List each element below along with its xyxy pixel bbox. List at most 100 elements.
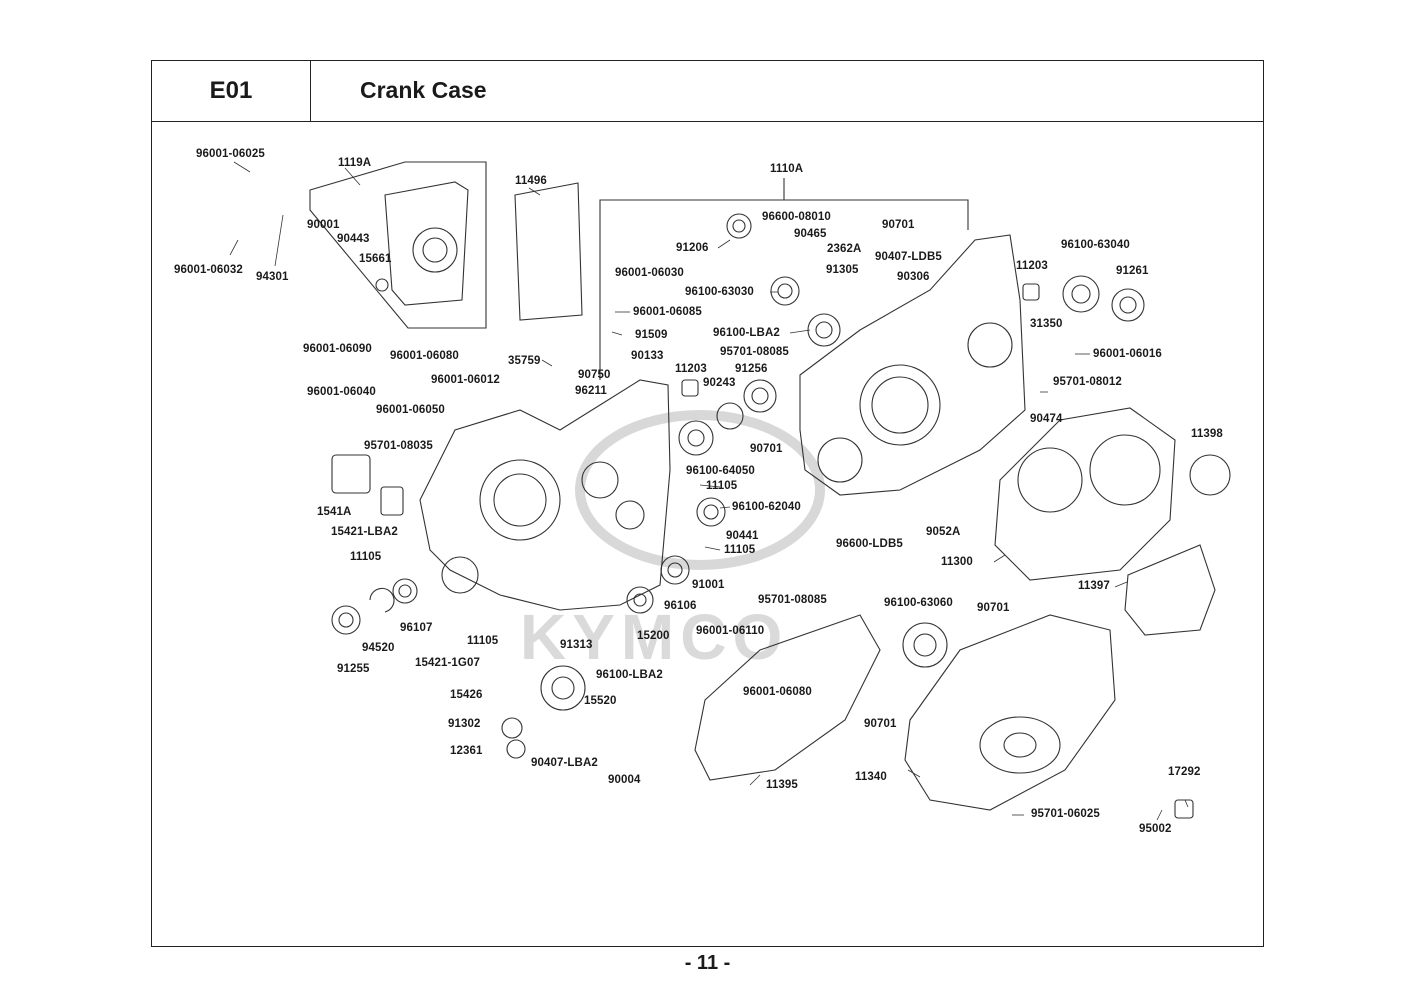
part-label: 96100-62040 bbox=[732, 501, 801, 513]
part-label: 91001 bbox=[692, 579, 725, 591]
part-label: 96001-06032 bbox=[174, 264, 243, 276]
part-label: 11203 bbox=[1016, 260, 1048, 272]
part-label: 1110A bbox=[770, 163, 804, 175]
section-code: E01 bbox=[209, 77, 253, 104]
part-label: 91255 bbox=[337, 663, 370, 675]
part-label: 90750 bbox=[578, 369, 611, 381]
part-label: 11340 bbox=[855, 771, 887, 783]
part-label: 15200 bbox=[637, 630, 670, 642]
part-label: 96001-06080 bbox=[390, 350, 459, 362]
part-label: 91206 bbox=[676, 242, 709, 254]
logo-watermark-swoosh bbox=[575, 410, 825, 570]
part-label: 96100-64050 bbox=[686, 465, 755, 477]
part-label: 96001-06012 bbox=[431, 374, 500, 386]
gasket-11398 bbox=[1189, 454, 1231, 496]
part-label: 15421-LBA2 bbox=[331, 526, 398, 538]
part-label: 11105 bbox=[724, 544, 756, 556]
section-title: Crank Case bbox=[360, 77, 487, 103]
part-label: 90407-LBA2 bbox=[531, 757, 598, 769]
part-label: 91302 bbox=[448, 718, 481, 730]
part-label: 12361 bbox=[450, 745, 483, 757]
part-label: 96100-LBA2 bbox=[596, 669, 663, 681]
right-crankcase bbox=[799, 234, 1026, 496]
part-label: 96106 bbox=[664, 600, 697, 612]
part-label: 11105 bbox=[467, 635, 499, 647]
part-label: 96001-06040 bbox=[307, 386, 376, 398]
part-label: 96211 bbox=[575, 385, 607, 397]
part-label: 95701-08085 bbox=[758, 594, 827, 606]
part-label: 9052A bbox=[926, 526, 961, 538]
outer-cover-11340 bbox=[904, 614, 1116, 811]
part-label: 90306 bbox=[897, 271, 930, 283]
part-label: 90133 bbox=[631, 350, 664, 362]
part-label: 31350 bbox=[1030, 318, 1063, 330]
gasket-11395 bbox=[694, 614, 881, 781]
part-label: 11395 bbox=[766, 779, 798, 791]
section-title-box: Crank Case bbox=[310, 60, 1264, 122]
part-label: 96100-63030 bbox=[685, 286, 754, 298]
part-label: 95701-08012 bbox=[1053, 376, 1122, 388]
part-label: 95701-06025 bbox=[1031, 808, 1100, 820]
part-label: 15661 bbox=[359, 253, 392, 265]
part-label: 96600-08010 bbox=[762, 211, 831, 223]
part-label: 11203 bbox=[675, 363, 707, 375]
part-label: 90701 bbox=[977, 602, 1010, 614]
part-label: 95701-08085 bbox=[720, 346, 789, 358]
left-crankcase bbox=[419, 379, 671, 611]
part-label: 17292 bbox=[1168, 766, 1201, 778]
part-label: 15421-1G07 bbox=[415, 657, 480, 669]
cover-1119a-box bbox=[309, 161, 487, 329]
part-label: 96001-06110 bbox=[696, 625, 765, 637]
part-label: 90443 bbox=[337, 233, 370, 245]
part-label: 11105 bbox=[350, 551, 382, 563]
part-label: 90001 bbox=[307, 219, 340, 231]
part-label: 95002 bbox=[1139, 823, 1172, 835]
part-label: 90441 bbox=[726, 530, 759, 542]
part-label: 11398 bbox=[1191, 428, 1223, 440]
part-label: 15426 bbox=[450, 689, 483, 701]
part-label: 90474 bbox=[1030, 413, 1063, 425]
part-label: 96001-06050 bbox=[376, 404, 445, 416]
part-label: 90701 bbox=[750, 443, 783, 455]
part-label: 1119A bbox=[338, 157, 372, 169]
brand-watermark: KYMCO bbox=[520, 601, 789, 673]
part-label: 90004 bbox=[608, 774, 641, 786]
gearcase-cover bbox=[384, 181, 469, 306]
part-label: 90407-LDB5 bbox=[875, 251, 942, 263]
part-label: 96100-63040 bbox=[1061, 239, 1130, 251]
part-label: 2362A bbox=[827, 243, 862, 255]
part-label: 91256 bbox=[735, 363, 768, 375]
part-label: 11105 bbox=[706, 480, 738, 492]
part-label: 96001-06090 bbox=[303, 343, 372, 355]
part-label: 11300 bbox=[941, 556, 973, 568]
part-label: 91509 bbox=[635, 329, 668, 341]
page-number: - 11 - bbox=[684, 952, 731, 974]
part-label: 96001-06085 bbox=[633, 306, 702, 318]
part-label: 91261 bbox=[1116, 265, 1149, 277]
part-label: 1541A bbox=[317, 506, 352, 518]
part-label: 90243 bbox=[703, 377, 736, 389]
part-label: 96107 bbox=[400, 622, 433, 634]
part-label: 96100-63060 bbox=[884, 597, 953, 609]
part-label: 96001-06016 bbox=[1093, 348, 1162, 360]
part-label: 96600-LDB5 bbox=[836, 538, 903, 550]
part-label: 91305 bbox=[826, 264, 859, 276]
part-label: 11496 bbox=[515, 175, 547, 187]
part-label: 96100-LBA2 bbox=[713, 327, 780, 339]
part-label: 94520 bbox=[362, 642, 395, 654]
part-label: 90701 bbox=[864, 718, 897, 730]
part-label: 95701-08035 bbox=[364, 440, 433, 452]
part-label: 91313 bbox=[560, 639, 593, 651]
gasket-11397 bbox=[1124, 544, 1216, 636]
section-code-box: E01 bbox=[151, 60, 311, 122]
gasket-11496 bbox=[514, 182, 583, 321]
part-label: 15520 bbox=[584, 695, 617, 707]
part-label: 96001-06025 bbox=[196, 148, 265, 160]
part-label: 90701 bbox=[882, 219, 915, 231]
part-label: 96001-06030 bbox=[615, 267, 684, 279]
part-label: 90465 bbox=[794, 228, 827, 240]
part-label: 94301 bbox=[256, 271, 289, 283]
part-label: 35759 bbox=[508, 355, 541, 367]
part-label: 96001-06080 bbox=[743, 686, 812, 698]
